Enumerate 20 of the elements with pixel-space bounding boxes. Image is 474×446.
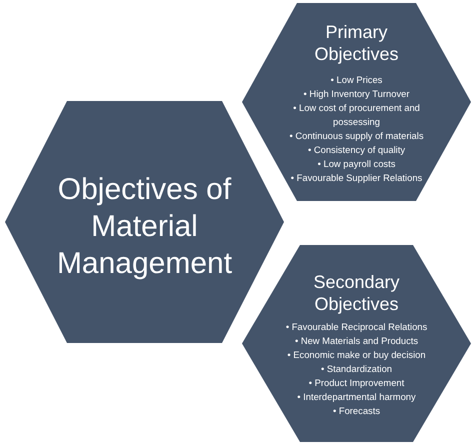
bullet-item: • Low payroll costs (318, 157, 396, 171)
hexagon (242, 3, 471, 201)
bullet-item: • Favourable Supplier Relations (290, 171, 422, 185)
bullet-item: • Low cost of procurement and possessing (292, 101, 421, 129)
bullet-item: • High Inventory Turnover (304, 87, 410, 101)
hexagon (5, 101, 284, 343)
hexagon-title: Secondary Objectives (312, 271, 401, 315)
bullet-item: • Interdepartmental harmony (297, 390, 416, 404)
hexagon-title: Objectives of Material Management (56, 172, 234, 282)
bullet-item: • Low Prices (330, 73, 382, 87)
hexagon-title: Primary Objectives (313, 21, 400, 65)
bullet-item: • Favourable Reciprocal Relations (286, 320, 428, 334)
hexagon (242, 245, 471, 442)
bullet-item: • New Materials and Products (294, 334, 418, 348)
bullet-item: • Product Improvement (308, 376, 404, 390)
bullet-item: • Economic make or buy decision (287, 348, 426, 362)
bullet-item: • Continuous supply of materials (289, 129, 424, 143)
bullet-item: • Forecasts (332, 404, 380, 418)
bullet-item: • Standardization (320, 362, 392, 376)
bullet-item: • Consistency of quality (308, 143, 406, 157)
